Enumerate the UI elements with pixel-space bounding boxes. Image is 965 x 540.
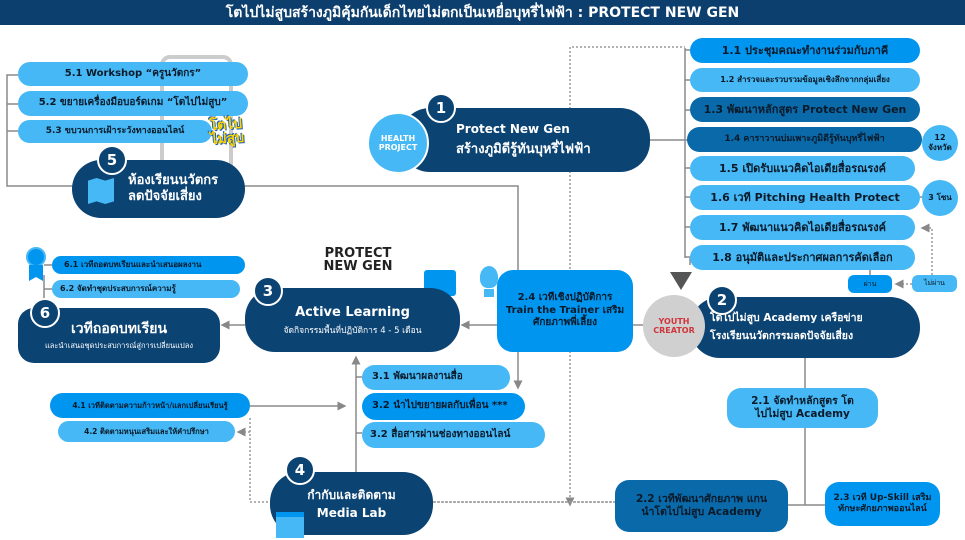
fail-label: ไม่ผ่าน [912,275,957,292]
item-5-3: 5.3 ขบวนการเฝ้าระวังทางออนไลน์ [18,120,212,143]
item-2-1: 2.1 จัดทำหลักสูตร โตไปไม่สูบ Academy [727,388,878,428]
item-3-3: 3.2 สื่อสารผ่านช่องทางออนไลน์ [362,422,545,448]
badge-6: 6 [30,298,60,328]
badge-3: 3 [253,276,283,306]
badge-4: 4 [285,455,315,485]
protect-new-gen-logo: PROTECT NEW GEN [323,246,393,274]
node-1-line1: Protect New Gen [456,121,570,136]
provinces-badge: 12 จังหวัด [922,125,958,161]
lightbulb-base [484,289,494,297]
youth-creator-logo: YOUTH CREATOR [643,295,705,357]
item-3-1: 3.1 พัฒนาผลงานสื่อ [362,365,510,390]
item-2-4: 2.4 เวทีเชิงปฏิบัติการ Train the Trainer… [497,270,633,352]
item-1-5: 1.5 เปิดรับแนวคิดไอเดียสื่อรณรงค์ [690,156,915,181]
item-2-3: 2.3 เวที Up-Skill เสริมทักษะศักยภาพออนไล… [825,482,940,526]
item-3-2: 3.2 นำไปขยายผลกับเพื่อน *** [362,393,525,420]
item-1-8: 1.8 อนุมัติและประกาศผลการคัดเลือก [690,245,915,270]
item-6-1: 6.1 เวทีถอดบทเรียนและนำเสนอผลงาน [52,256,245,274]
badge-5: 5 [97,145,127,175]
item-5-2: 5.2 ขยายเครื่องมือบอร์ดเกม “โตไปไม่สูบ” [18,91,248,116]
badge-1: 1 [426,93,456,123]
map-icon [88,178,114,204]
item-1-4: 1.4 คาราวานบ่มเพาะภูมิดีรู้ทันบุหรี่ไฟฟ้… [687,127,922,152]
node-3-line1: Active Learning [295,304,410,320]
node-5-line1: ห้องเรียนนวัตกร [128,172,219,188]
page-title: โตไปไม่สูบสร้างภูมิคุ้มกันเด็กไทยไม่ตกเป… [0,0,965,25]
node-2-line2: โรงเรียนนวัตกรรมลดปัจจัยเสี่ยง [710,329,854,342]
totpai-logo: โตไปไม่สูบ [208,115,245,149]
node-4-line1: กำกับและติดตาม [307,487,396,502]
pass-label: ผ่าน [848,275,892,293]
item-1-3: 1.3 พัฒนาหลักสูตร Protect New Gen [690,97,920,122]
node-6-line1: เวทีถอดบทเรียน [70,321,168,338]
node-1-line2: สร้างภูมิดีรู้ทันบุหรี่ไฟฟ้า [456,142,591,158]
zones-badge: 3 โซน [922,180,958,216]
item-4-2: 4.2 ติดตามหนุนเสริมและให้คำปรึกษา [58,421,235,442]
node-3-line2: จัดกิจกรรมพื้นที่ปฏิบัติการ 4 - 5 เดือน [283,325,422,336]
item-1-6: 1.6 เวที Pitching Health Protect [690,185,920,210]
item-1-1: 1.1 ประชุมคณะทำงานร่วมกับภาคี [690,38,920,63]
clapperboard-icon [276,512,304,538]
lightbulb-icon [480,266,498,288]
item-1-7: 1.7 พัฒนาแนวคิดไอเดียสื่อรณรงค์ [690,215,915,240]
health-project-logo: HEALTH PROJECT [367,112,429,174]
node-4-line2: Media Lab [316,505,387,520]
node-5[interactable]: ห้องเรียนนวัตกรลดปัจจัยเสี่ยง [72,160,245,218]
node-5-line2: ลดปัจจัยเสี่ยง [128,189,202,204]
ribbon-tails [29,265,43,281]
item-1-2: 1.2 สำรวจและรวบรวมข้อมูลเชิงลึกจากกลุ่มเ… [690,68,920,92]
node-6-line2: และนำเสนอชุดประสบการณ์สู่การเปลี่ยนแปลง [44,341,194,351]
item-4-1: 4.1 เวทีติดตามความก้าวหน้า/แลกเปลี่ยนเรี… [50,393,250,418]
item-2-2: 2.2 เวทีพัฒนาศักยภาพ แกนนำโตไปไม่สูบ Aca… [615,480,788,532]
ribbon-award-icon [26,247,46,267]
item-5-1: 5.1 Workshop “ครูนวัตกร” [18,62,248,86]
arrow-down-triangle [670,272,692,290]
badge-2: 2 [707,285,737,315]
item-6-2: 6.2 จัดทำชุดประสบการณ์ความรู้ [52,280,240,298]
node-3[interactable]: Active Learning จัดกิจกรรมพื้นที่ปฏิบัติก… [245,288,460,352]
node-2-line1: โตไปไม่สูบ Academy เครือข่าย [710,311,863,324]
